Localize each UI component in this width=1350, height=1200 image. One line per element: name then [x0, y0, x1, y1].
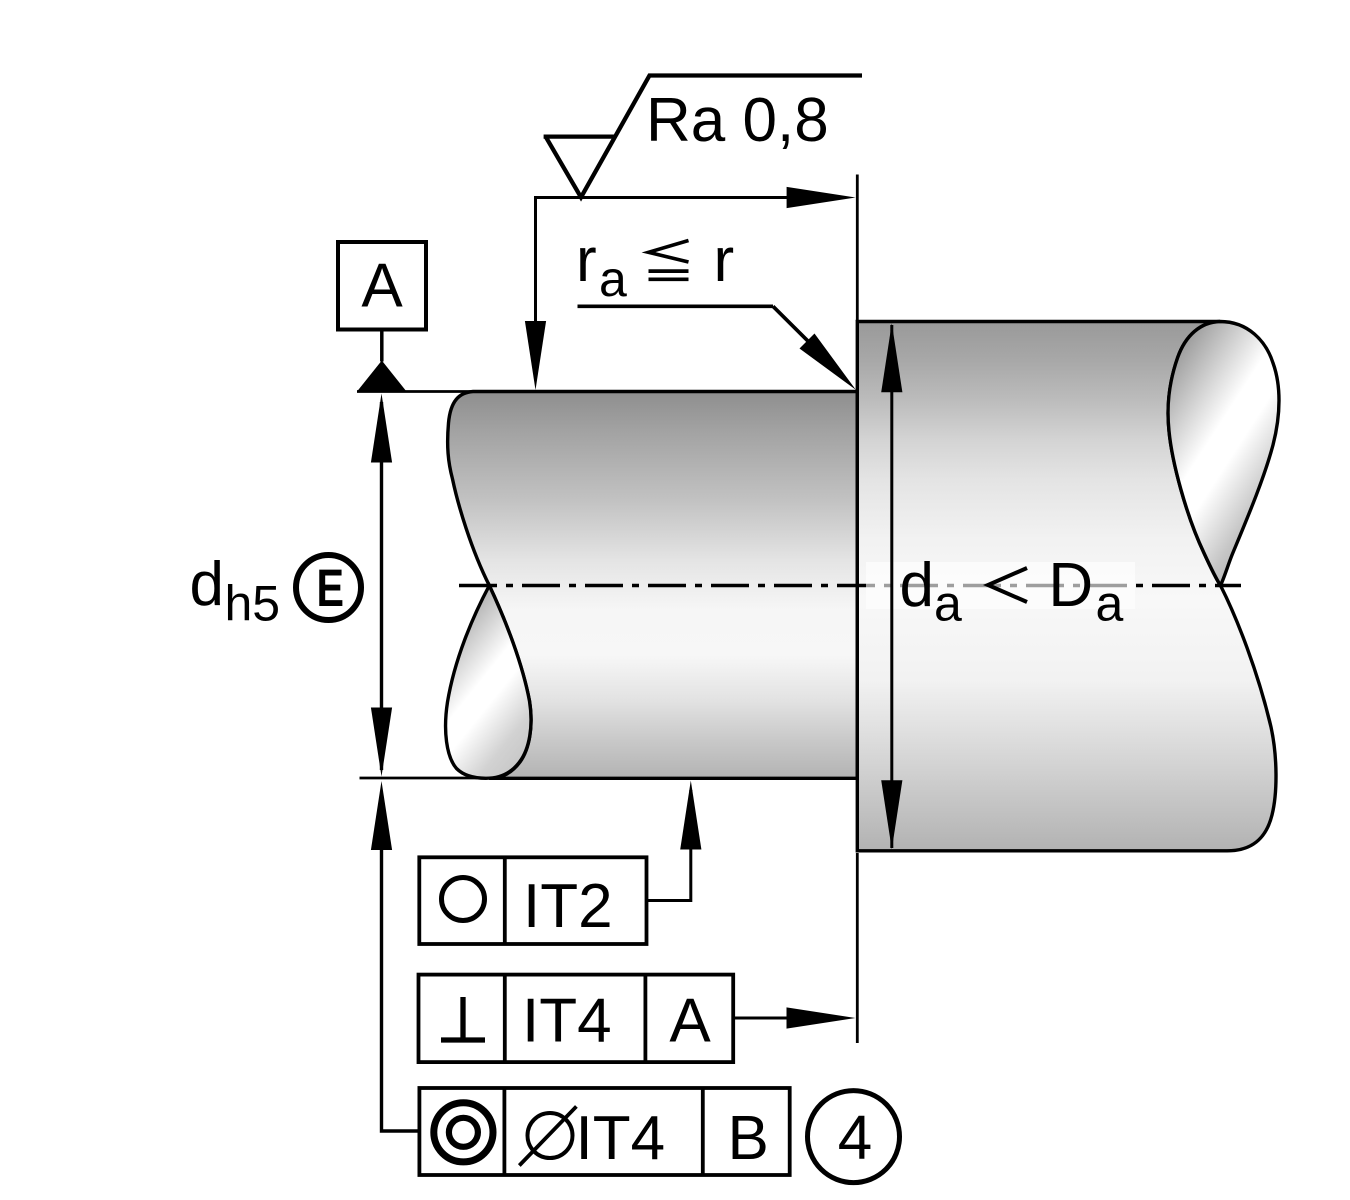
- svg-text:d: d: [900, 551, 934, 620]
- svg-text:B: B: [728, 1104, 769, 1173]
- svg-text:r: r: [576, 226, 597, 295]
- svg-text:D: D: [1048, 551, 1093, 620]
- svg-text:A: A: [361, 252, 403, 321]
- svg-text:Ra 0,8: Ra 0,8: [646, 86, 829, 155]
- svg-text:4: 4: [838, 1104, 872, 1173]
- svg-text:A: A: [669, 987, 711, 1056]
- svg-text:IT4: IT4: [576, 1104, 666, 1173]
- svg-text:a: a: [934, 576, 962, 632]
- svg-text:IT2: IT2: [523, 872, 613, 941]
- svg-text:r: r: [714, 226, 735, 295]
- svg-text:a: a: [599, 251, 627, 307]
- svg-text:d: d: [190, 550, 224, 619]
- svg-text:a: a: [1096, 576, 1124, 632]
- svg-text:E: E: [317, 559, 345, 618]
- svg-text:IT4: IT4: [522, 987, 612, 1056]
- svg-text:h5: h5: [225, 575, 281, 631]
